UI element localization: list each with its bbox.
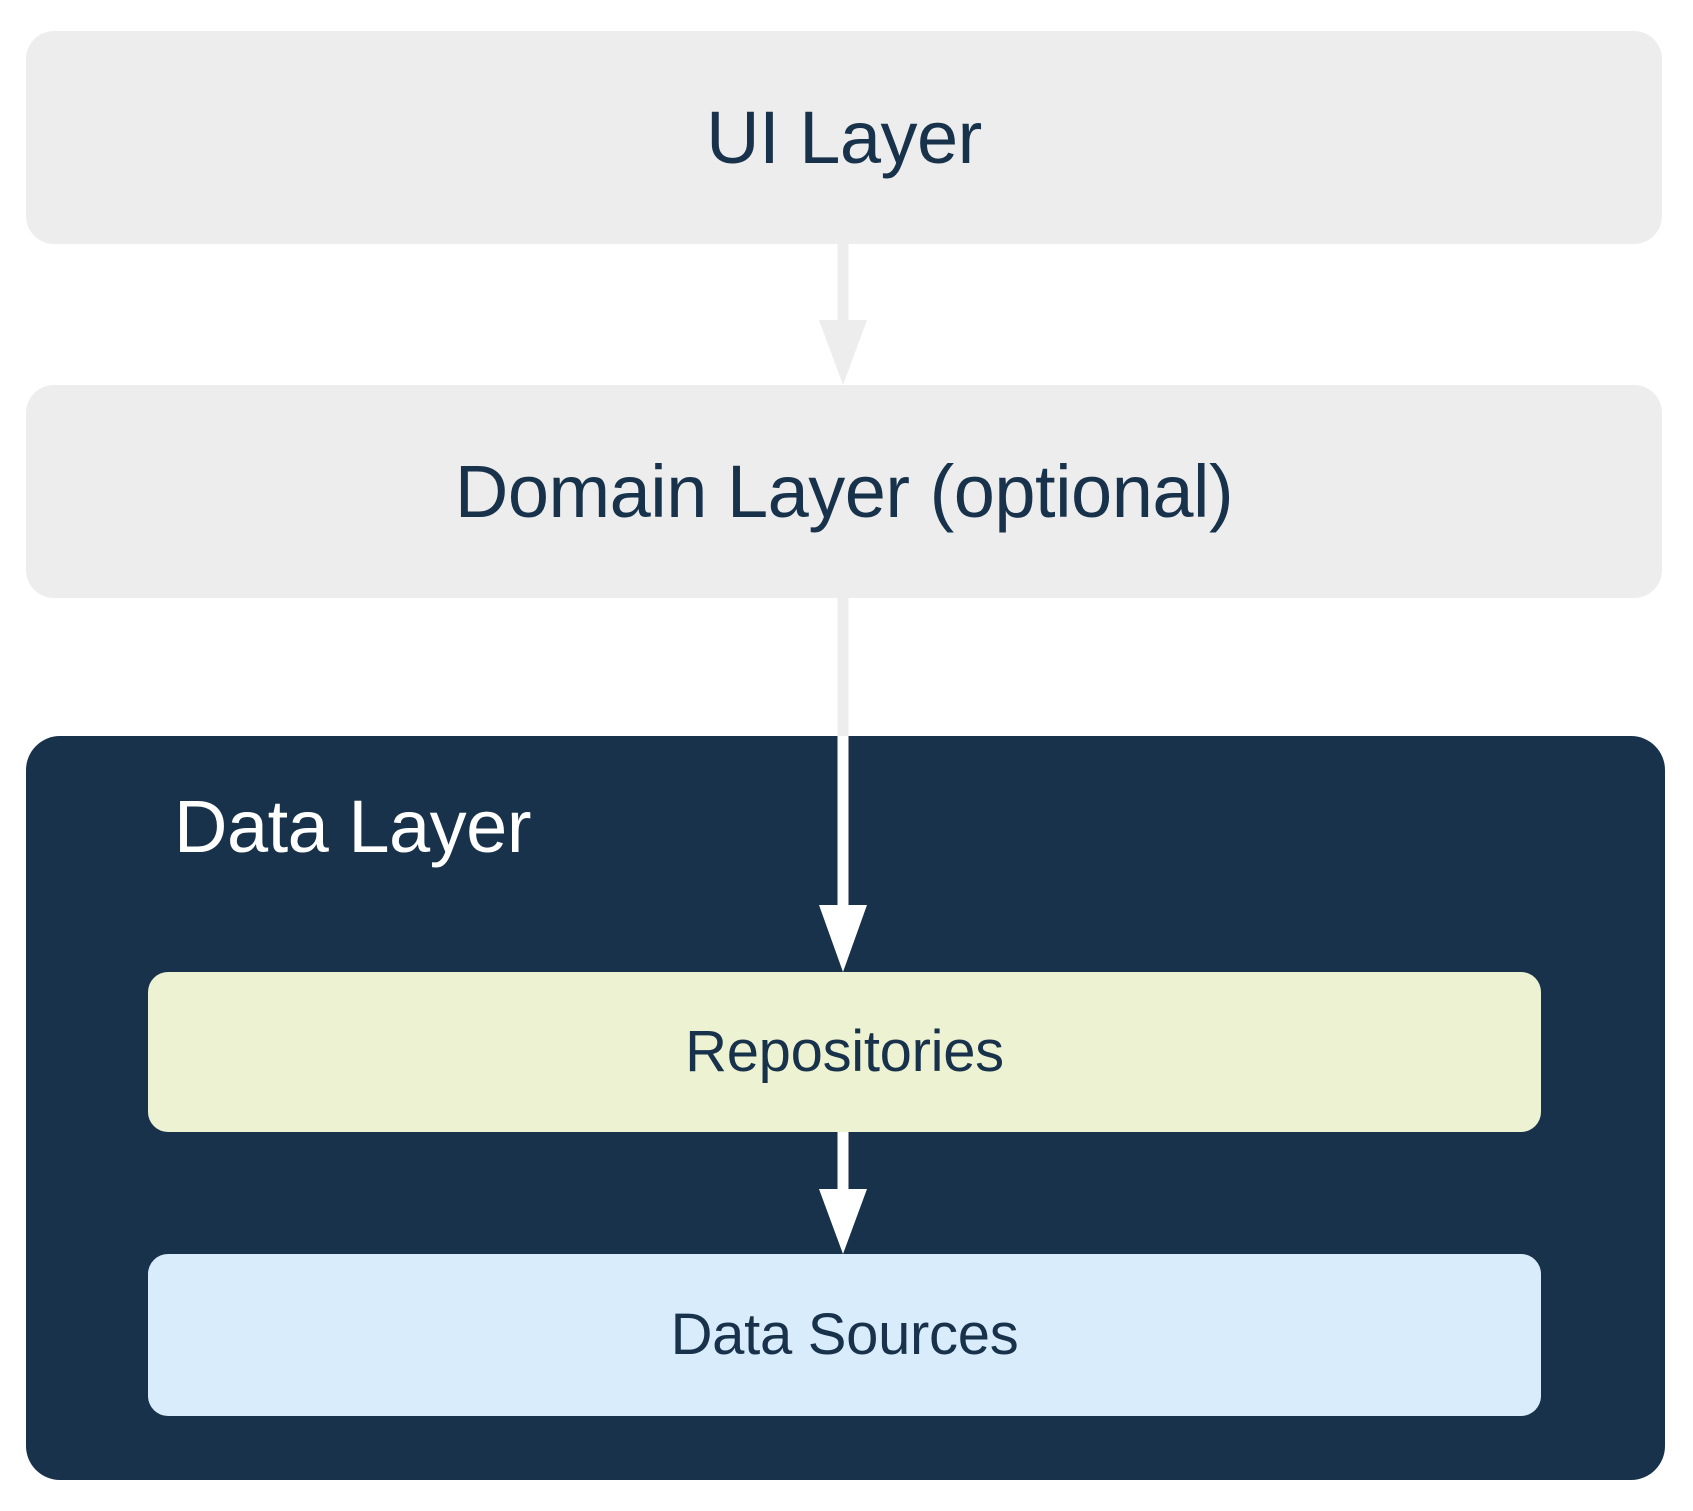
data-sources-box: Data Sources bbox=[148, 1254, 1541, 1416]
arrow-stem bbox=[837, 1132, 849, 1190]
arrow-head-down-icon bbox=[819, 320, 867, 385]
arrow-stem bbox=[837, 244, 849, 322]
arrow-repositories-to-data-sources bbox=[819, 1132, 867, 1254]
data-layer-box: Data Layer Repositories Data Sources bbox=[26, 736, 1665, 1480]
arrow-ui-to-domain bbox=[819, 244, 867, 385]
arrow-head-down-icon bbox=[819, 1189, 867, 1254]
domain-layer-label: Domain Layer (optional) bbox=[454, 449, 1234, 533]
arrow-domain-to-repositories-stem-outer bbox=[819, 598, 867, 736]
arrow-stem bbox=[837, 598, 849, 736]
data-sources-label: Data Sources bbox=[670, 1302, 1019, 1367]
domain-layer-box: Domain Layer (optional) bbox=[26, 385, 1662, 598]
ui-layer-label: UI Layer bbox=[706, 95, 982, 179]
arrow-head-down-icon bbox=[819, 905, 867, 972]
repositories-label: Repositories bbox=[685, 1019, 1004, 1084]
arrow-domain-to-repositories-head-inner bbox=[819, 736, 867, 972]
ui-layer-box: UI Layer bbox=[26, 31, 1662, 244]
arrow-stem bbox=[837, 736, 849, 906]
repositories-box: Repositories bbox=[148, 972, 1541, 1132]
data-layer-label: Data Layer bbox=[174, 785, 531, 868]
